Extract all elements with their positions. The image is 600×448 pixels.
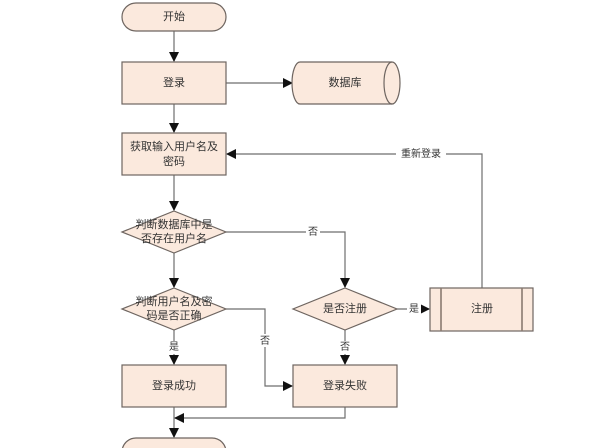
edge-fail-end xyxy=(174,407,346,423)
node-login-label: 登录 xyxy=(163,75,185,89)
process-shape xyxy=(121,61,227,105)
node-start[interactable]: 开始 xyxy=(121,2,227,32)
node-check-user-label-line1: 判断数据库中是 xyxy=(136,217,213,231)
node-database[interactable]: 数据库 xyxy=(291,61,401,105)
node-login-fail[interactable]: 登录失败 xyxy=(292,364,398,408)
node-login-fail-label: 登录失败 xyxy=(323,378,367,392)
node-check-password-label-line2: 码是否正确 xyxy=(147,309,202,322)
edge-label-registered-no: 否 xyxy=(340,341,350,353)
connectors xyxy=(169,31,483,438)
node-check-password-label-line1: 判断用户名及密 xyxy=(136,294,213,308)
predefined-process-shape xyxy=(429,287,534,332)
node-check-password[interactable]: 判断用户名及密 码是否正确 xyxy=(120,287,228,331)
node-login-success[interactable]: 登录成功 xyxy=(121,364,227,408)
decision-shape xyxy=(120,210,228,254)
decision-shape xyxy=(120,287,228,331)
decision-shape xyxy=(291,287,399,331)
node-database-label: 数据库 xyxy=(329,75,362,89)
node-end[interactable] xyxy=(121,437,227,448)
edge-checkpassword-fail xyxy=(226,308,293,391)
node-is-registered[interactable]: 是否注册 xyxy=(291,287,399,331)
edge-label-password-no: 否 xyxy=(260,335,270,347)
node-get-input-label-line2: 密码 xyxy=(163,154,185,168)
terminal-shape xyxy=(121,437,227,448)
node-check-user[interactable]: 判断数据库中是 否存在用户名 xyxy=(120,210,228,254)
node-register[interactable]: 注册 xyxy=(429,287,534,332)
terminal-shape xyxy=(121,2,227,32)
edge-labels: 否 是 否 是 否 重新登录 xyxy=(167,147,446,354)
edge-register-input xyxy=(226,149,483,288)
node-start-label: 开始 xyxy=(163,9,185,23)
node-get-input[interactable]: 获取输入用户名及 密码 xyxy=(121,132,227,176)
node-login[interactable]: 登录 xyxy=(121,61,227,105)
edge-label-user-no: 否 xyxy=(308,226,318,238)
node-check-user-label-line2: 否存在用户名 xyxy=(141,231,207,245)
process-shape xyxy=(121,132,227,176)
node-login-success-label: 登录成功 xyxy=(152,378,196,392)
edge-label-password-yes: 是 xyxy=(169,341,179,353)
node-register-label: 注册 xyxy=(471,301,493,315)
database-edge-curve xyxy=(383,61,393,105)
process-shape xyxy=(121,364,227,408)
edge-label-relogin: 重新登录 xyxy=(401,147,441,160)
process-shape xyxy=(292,364,398,408)
edge-label-registered-yes: 是 xyxy=(409,303,419,315)
node-is-registered-label: 是否注册 xyxy=(323,301,367,315)
edge-checkuser-isregistered xyxy=(226,231,350,288)
node-get-input-label-line1: 获取输入用户名及 xyxy=(130,139,218,153)
